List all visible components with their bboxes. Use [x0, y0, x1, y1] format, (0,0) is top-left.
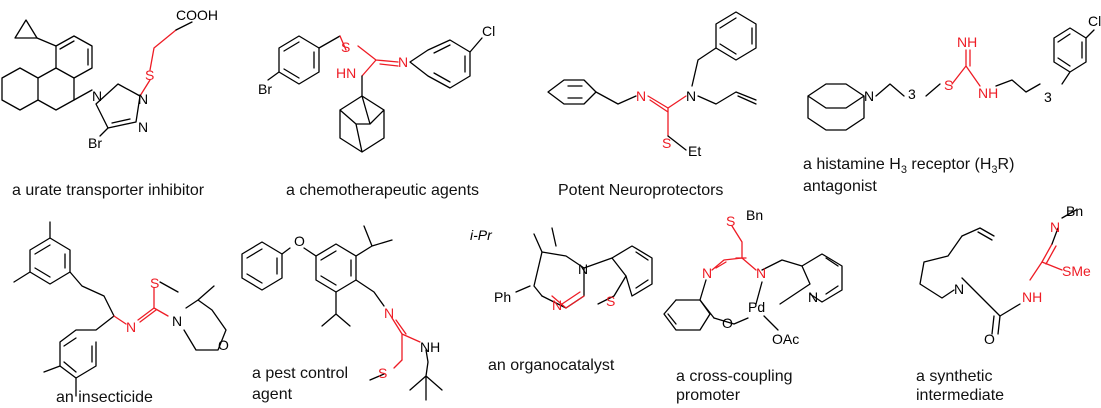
atom-n: N [126, 319, 136, 335]
atom-n: N [384, 305, 394, 321]
caption-intermediate: intermediate [916, 387, 1005, 404]
caption-neuroprotectors: Potent Neuroprotectors [558, 182, 724, 199]
atom-cl: Cl [1088, 13, 1101, 29]
atom-s: S [662, 135, 671, 151]
molecule-pest-control-agent: O N S NH [241, 225, 443, 401]
atom-n: N [756, 265, 766, 281]
atom-n: N [92, 88, 102, 104]
molecule-neuroprotector: N N S Et [547, 11, 757, 159]
atom-pd: Pd [748, 299, 765, 315]
molecule-cross-coupling-promoter: S Bn N N O Pd N OAc [663, 207, 843, 347]
atom-nh-imine: NH [957, 34, 977, 50]
molecule-urate-transporter-inhibitor: N S COOH N N Br [1, 7, 218, 151]
atom-s: S [944, 77, 953, 93]
atom-n: N [138, 91, 148, 107]
subscript-3: 3 [1044, 89, 1052, 105]
molecule-insecticide: N S N O [13, 221, 229, 397]
atom-oac: OAc [772, 331, 799, 347]
caption-urate-transporter-inhibitor: a urate transporter inhibitor [12, 182, 205, 199]
atom-s: S [606, 293, 615, 309]
subscript: 3 [991, 164, 998, 177]
caption-histamine-h3r-antagonist: a histamine H3 receptor (H3R) [803, 155, 1014, 180]
molecule-histamine-h3r-antagonist: N 3 S NH NH 3 Cl [807, 13, 1101, 131]
atom-n: N [864, 88, 874, 104]
atom-br: Br [258, 81, 272, 97]
atom-ph: Ph [494, 289, 511, 305]
atom-et: Et [688, 143, 701, 159]
atom-s: S [341, 39, 350, 55]
atom-sme: SMe [1062, 263, 1091, 279]
atom-n: N [636, 88, 646, 104]
subscript-3: 3 [908, 86, 916, 102]
atom-s: S [726, 213, 735, 229]
atom-n: N [172, 313, 182, 329]
atom-bn: Bn [746, 207, 763, 223]
caption-organocatalyst: an organocatalyst [488, 357, 615, 374]
atom-n: N [702, 265, 712, 281]
atom-cooh: COOH [176, 7, 218, 23]
atom-o: O [294, 233, 305, 249]
atom-n: N [686, 88, 696, 104]
caption-part: R) [997, 156, 1015, 173]
atom-n: N [808, 289, 818, 305]
caption-part: a histamine H [803, 156, 901, 173]
caption-antagonist: antagonist [803, 178, 877, 195]
atom-n: N [1050, 219, 1060, 235]
atom-nh: NH [978, 85, 998, 101]
caption-cross-coupling: a cross-coupling [676, 368, 793, 385]
atom-o: O [218, 337, 229, 353]
atom-n: N [552, 297, 562, 313]
atom-cl: Cl [482, 23, 495, 39]
atom-n: N [398, 54, 408, 70]
atom-nh: NH [1022, 289, 1042, 305]
atom-ipr: i-Pr [470, 227, 493, 243]
atom-s: S [378, 365, 387, 381]
atom-n: N [954, 281, 964, 297]
atom-br: Br [88, 135, 102, 151]
caption-insecticide: an insecticide [56, 389, 153, 406]
caption-agent: agent [252, 386, 293, 403]
atom-s: S [145, 67, 154, 83]
caption-part: receptor (H [906, 156, 992, 173]
subscript: 3 [900, 164, 907, 177]
caption-promoter: promoter [676, 387, 741, 404]
atom-o: O [984, 331, 995, 347]
caption-chemotherapeutic-agents: a chemotherapeutic agents [286, 182, 480, 199]
atom-o: O [722, 315, 733, 331]
caption-pest-control: a pest control [252, 365, 349, 382]
atom-s: S [150, 275, 159, 291]
atom-n: N [138, 119, 148, 135]
molecule-synthetic-intermediate: N N Bn SMe NH O [919, 203, 1091, 347]
molecule-organocatalyst: i-Pr Ph N N S [470, 227, 653, 313]
caption-synthetic: a synthetic [916, 368, 993, 385]
atom-n: N [578, 261, 588, 277]
atom-nh: NH [420, 339, 440, 355]
atom-bn: Bn [1066, 203, 1083, 219]
molecule-chemotherapeutic-agent: Br S HN N Cl [258, 23, 495, 153]
atom-hn: HN [336, 65, 356, 81]
